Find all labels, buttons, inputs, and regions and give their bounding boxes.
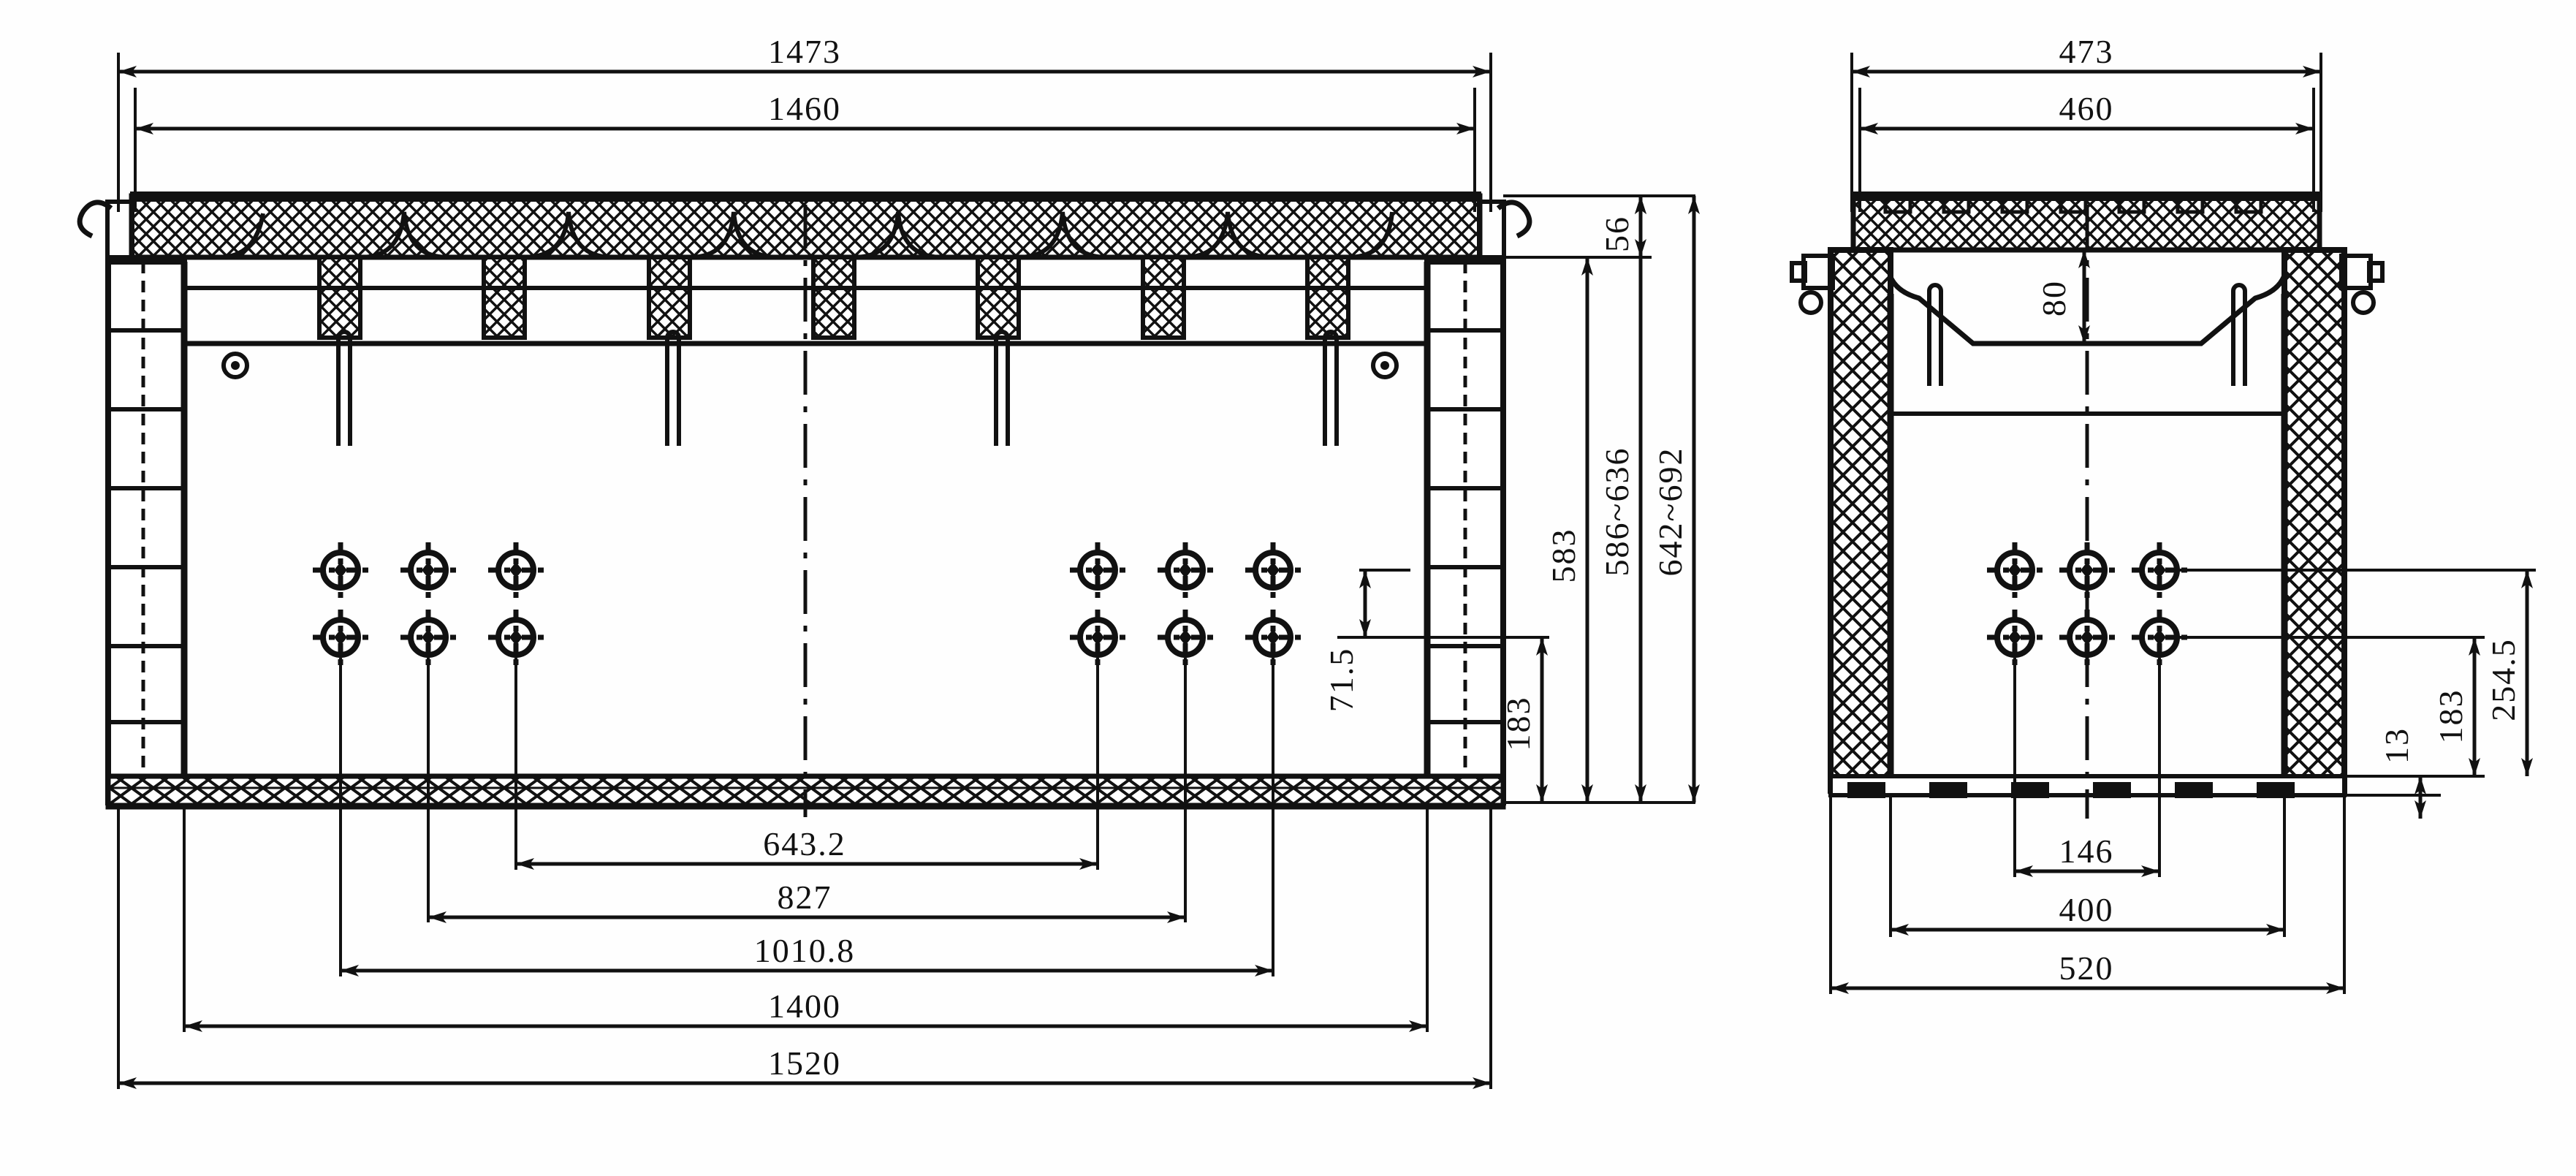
front-dim-586-636: 586~636 — [1598, 447, 1635, 577]
front-bolt-cluster-right — [1070, 542, 1301, 665]
front-dim-183: 183 — [1500, 697, 1537, 751]
front-dim-827: 827 — [778, 879, 832, 916]
side-dim-80: 80 — [2035, 280, 2072, 316]
side-dim-460: 460 — [2059, 90, 2114, 127]
side-dim-13: 13 — [2378, 727, 2415, 764]
front-dim-71-5: 71.5 — [1323, 648, 1360, 713]
front-dim-1473: 1473 — [768, 33, 841, 70]
front-dim-56: 56 — [1598, 216, 1635, 252]
front-dim-643-2: 643.2 — [763, 825, 846, 862]
side-dim-254-5: 254.5 — [2485, 638, 2522, 721]
side-view-geometry — [1790, 191, 2385, 819]
front-right-post — [1424, 259, 1506, 805]
front-dim-1520: 1520 — [768, 1044, 841, 1082]
side-dim-183: 183 — [2432, 689, 2469, 744]
front-bottom-dim-lines — [117, 658, 1492, 1089]
front-bolt-cluster-left — [313, 542, 544, 665]
side-lugs — [1790, 254, 2385, 315]
front-dim-1400: 1400 — [768, 987, 841, 1025]
side-feet — [1847, 782, 2295, 798]
front-lid-arches — [219, 211, 1394, 259]
front-right-dim-lines — [1337, 194, 1700, 804]
side-left-wall — [1828, 247, 1893, 794]
side-right-wall — [2281, 247, 2347, 794]
front-view-geometry — [77, 191, 1532, 817]
front-dim-1010-8: 1010.8 — [754, 932, 856, 969]
side-dim-400: 400 — [2059, 891, 2114, 928]
side-dim-520: 520 — [2059, 949, 2114, 987]
front-dim-642-692: 642~692 — [1652, 447, 1689, 577]
front-screw-markers — [221, 352, 1399, 379]
side-view-dimensions — [1850, 53, 2322, 212]
side-dim-146: 146 — [2059, 832, 2114, 870]
front-lid-ribs — [317, 255, 1350, 340]
front-view-dimensions — [117, 53, 1492, 212]
front-lid-pins — [336, 330, 1339, 446]
front-dim-583: 583 — [1545, 528, 1582, 583]
side-dim-473: 473 — [2059, 33, 2114, 70]
front-left-post — [105, 259, 187, 805]
side-bottom-dim-lines — [1829, 658, 2346, 994]
side-right-dim-lines — [2178, 569, 2536, 819]
front-dim-1460: 1460 — [768, 90, 841, 127]
